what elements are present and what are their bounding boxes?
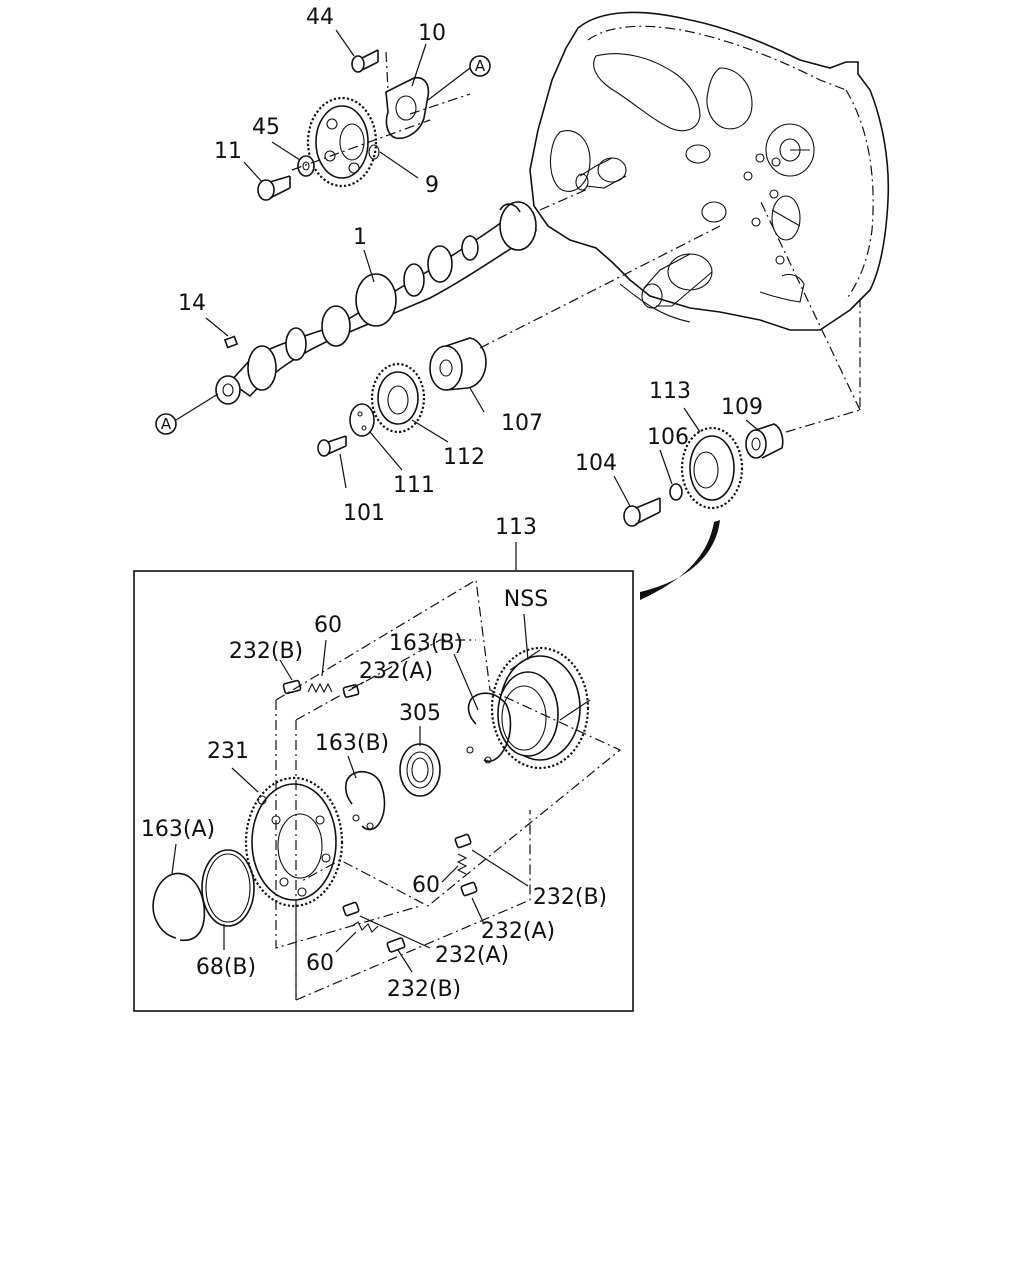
detail-box — [133, 542, 634, 1012]
label-nss: NSS — [504, 587, 548, 612]
ref-marker-bottom: A — [155, 413, 177, 435]
label-part-163B-left: 163(B) — [315, 731, 389, 756]
label-part-112: 112 — [443, 445, 485, 470]
label-part-10: 10 — [418, 21, 446, 46]
detail-arrow — [640, 520, 720, 600]
label-part-111: 111 — [393, 473, 435, 498]
ref-marker-bottom-text: A — [161, 415, 172, 433]
upper-gear-assembly — [257, 49, 471, 201]
label-part-60-bottom: 60 — [306, 951, 334, 976]
label-part-109: 109 — [721, 395, 763, 420]
label-part-107: 107 — [501, 411, 543, 436]
label-part-232A-bottom: 232(A) — [435, 943, 509, 968]
label-part-113-detail: 113 — [495, 515, 537, 540]
label-part-232B-right: 232(B) — [533, 885, 607, 910]
label-part-1: 1 — [353, 225, 367, 250]
label-part-232B-upper: 232(B) — [229, 639, 303, 664]
label-part-68B: 68(B) — [196, 955, 256, 980]
ref-marker-top: A — [469, 55, 491, 77]
label-part-14: 14 — [178, 291, 206, 316]
label-part-60-upper: 60 — [314, 613, 342, 638]
camshaft — [215, 187, 591, 405]
label-part-163B-right: 163(B) — [389, 631, 463, 656]
label-part-44: 44 — [306, 5, 334, 30]
label-part-9: 9 — [425, 173, 439, 198]
idler-gear-upper — [317, 225, 721, 457]
engine-block-drawing — [529, 11, 890, 331]
label-part-305: 305 — [399, 701, 441, 726]
label-part-232A-right: 232(A) — [481, 919, 555, 944]
leader-lines — [171, 29, 759, 973]
label-part-113-upper: 113 — [649, 379, 691, 404]
label-part-163A: 163(A) — [141, 817, 215, 842]
label-part-231: 231 — [207, 739, 249, 764]
label-part-232A-upper: 232(A) — [359, 659, 433, 684]
label-part-104: 104 — [575, 451, 617, 476]
ref-marker-top-text: A — [475, 57, 486, 75]
label-part-60-right: 60 — [412, 873, 440, 898]
label-part-45: 45 — [252, 115, 280, 140]
label-part-101: 101 — [343, 501, 385, 526]
label-part-106: 106 — [647, 425, 689, 450]
label-part-11: 11 — [214, 139, 242, 164]
idler-gear-lower — [623, 199, 861, 600]
label-part-232B-bottom: 232(B) — [387, 977, 461, 1002]
